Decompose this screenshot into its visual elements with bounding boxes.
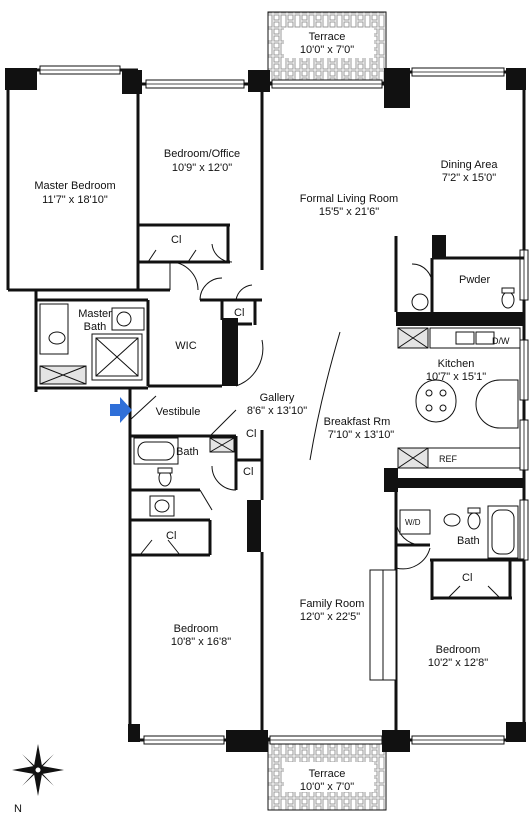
family-room-name: Family Room — [300, 598, 365, 610]
terrace-top-name: Terrace — [309, 31, 346, 43]
closet-label-vestibule: Cl — [246, 428, 256, 440]
master-bath-label-line2: Bath — [84, 321, 107, 333]
compass-north-label: N — [14, 803, 22, 815]
bedroom-office-name: Bedroom/Office — [164, 148, 240, 160]
refrigerator-label: REF — [439, 454, 458, 464]
closet-label-hall: Cl — [234, 307, 244, 319]
terrace-bottom-name: Terrace — [309, 768, 346, 780]
dining-area-name: Dining Area — [441, 159, 499, 171]
terrace-bottom-dims: 10'0" x 7'0" — [300, 781, 354, 793]
bedroom-office-dims: 10'9" x 12'0" — [172, 162, 232, 174]
dishwasher-label: D/W — [492, 336, 510, 346]
gallery-dims: 8'6" x 13'10" — [247, 405, 307, 417]
master-bedroom-dims: 11'7" x 18'10" — [42, 194, 108, 206]
fixtures — [39, 287, 521, 559]
breakfast-room-dims: 7'10" x 13'10" — [328, 429, 395, 441]
bedroom-left-dims: 10'8" x 16'8" — [171, 636, 231, 648]
room-labels: Terrace 10'0" x 7'0" Master Bedroom 11'7… — [34, 31, 498, 793]
bedroom-left-name: Bedroom — [174, 623, 219, 635]
terrace-top-dims: 10'0" x 7'0" — [300, 44, 354, 56]
kitchen-dims: 10'7" x 15'1" — [426, 371, 486, 383]
closet-label-bedroom-left: Cl — [166, 530, 176, 542]
closet-label-bedroom-right: Cl — [462, 572, 472, 584]
bedroom-right-dims: 10'2" x 12'8" — [428, 657, 488, 669]
bedroom-right-name: Bedroom — [436, 644, 481, 656]
wic-label: WIC — [175, 340, 196, 352]
master-bath-label-line1: Master — [78, 308, 112, 320]
closet-label-office: Cl — [171, 234, 181, 246]
utility-labels: Cl Cl Master Bath WIC Vestibule Cl Cl Ba… — [78, 234, 510, 584]
formal-living-dims: 15'5" x 21'6" — [319, 206, 379, 218]
formal-living-name: Formal Living Room — [300, 193, 398, 205]
interior-walls — [8, 84, 524, 740]
vestibule-label: Vestibule — [156, 406, 201, 418]
structural-columns — [5, 68, 526, 752]
family-room-dims: 12'0" x 22'5" — [300, 611, 360, 623]
bath-label-right: Bath — [457, 535, 480, 547]
windows — [39, 65, 529, 745]
bath-label-left: Bath — [176, 446, 199, 458]
doors — [129, 243, 501, 599]
kitchen-name: Kitchen — [438, 358, 475, 370]
compass-rose-icon — [12, 744, 64, 796]
gallery-name: Gallery — [260, 392, 295, 404]
master-bedroom-name: Master Bedroom — [34, 180, 115, 192]
terrace-top-area — [267, 11, 387, 83]
closet-label-bath: Cl — [243, 466, 253, 478]
dining-area-dims: 7'2" x 15'0" — [442, 172, 496, 184]
terrace-bottom-area — [267, 737, 387, 811]
powder-label: Pwder — [459, 274, 491, 286]
breakfast-room-name: Breakfast Rm — [324, 416, 391, 428]
washer-dryer-label: W/D — [405, 518, 421, 527]
entry-arrow-icon — [110, 397, 132, 423]
